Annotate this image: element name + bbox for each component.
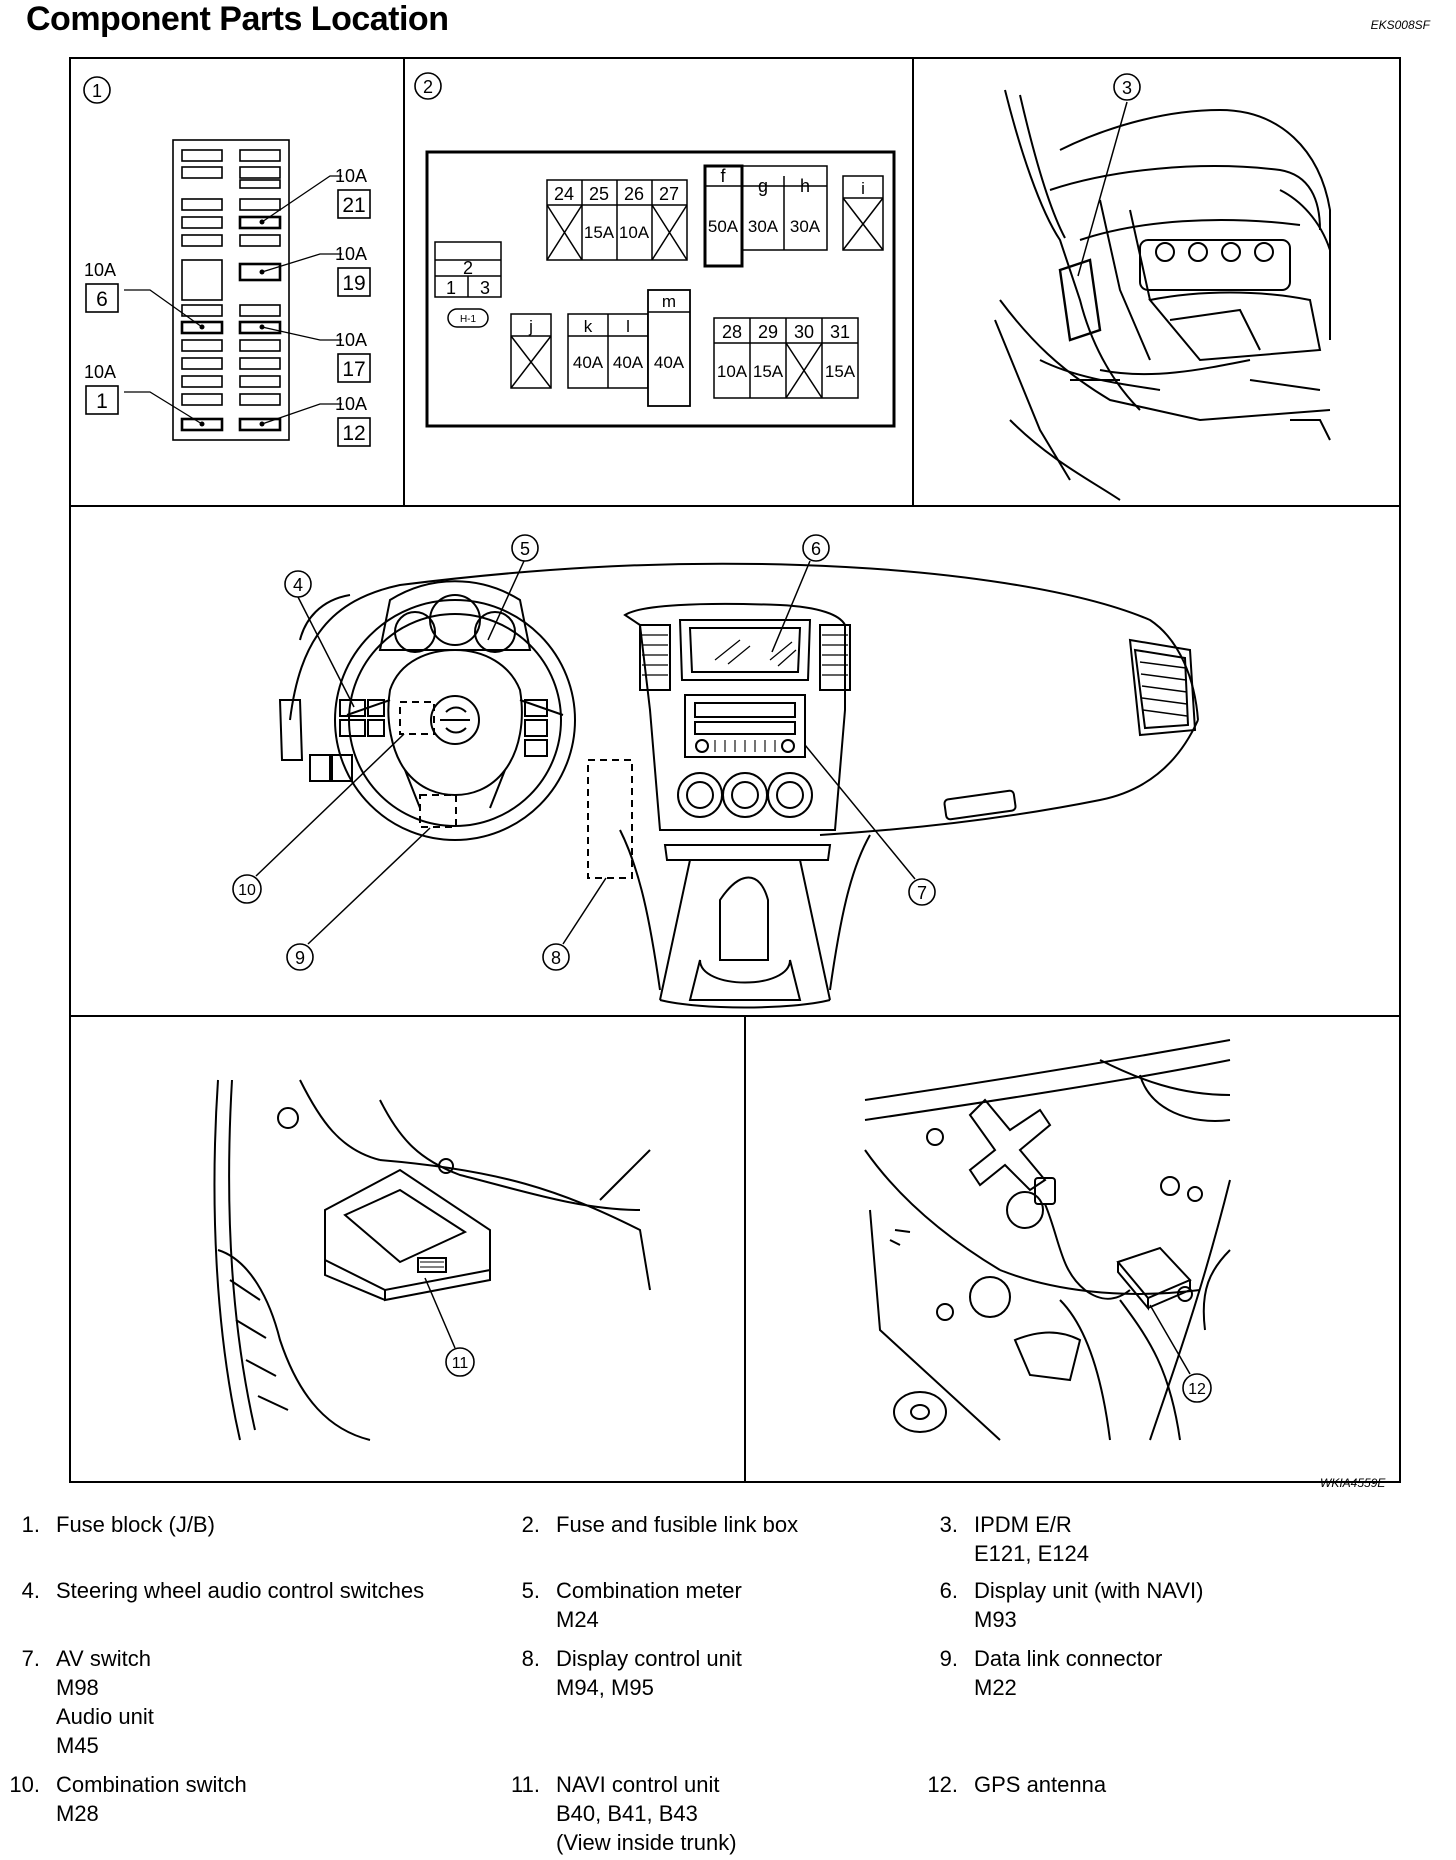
gps-antenna-illustration: [864, 1039, 1231, 1441]
fuse-rating-31: 15A: [825, 362, 856, 381]
svg-text:5: 5: [520, 539, 530, 559]
fuse-group-k-m: [567, 289, 691, 407]
svg-text:7: 7: [917, 883, 927, 903]
relay-tag: [447, 308, 489, 328]
fuse-label-19: 10A 19: [335, 244, 371, 297]
fuse-rating-25: 15A: [584, 223, 615, 242]
callout-8: 8: [542, 877, 607, 971]
svg-text:9: 9: [295, 948, 305, 968]
panel-number: 2: [423, 77, 433, 97]
fuse-block-body: [172, 139, 290, 441]
link-rating-k: 40A: [573, 353, 604, 372]
link-rating-g: 30A: [748, 217, 779, 236]
dashboard-illustration: [278, 562, 1199, 1009]
fuse-rating-28: 10A: [717, 362, 748, 381]
link-rating-m: 40A: [654, 353, 685, 372]
figure-frame: [69, 57, 1401, 1483]
link-letter-g: g: [758, 176, 768, 196]
relay-pin-3: 3: [480, 278, 490, 298]
fuse-number-31: 31: [830, 322, 850, 342]
svg-text:1: 1: [96, 390, 108, 413]
svg-text:10: 10: [238, 882, 256, 899]
svg-text:17: 17: [342, 358, 365, 381]
svg-text:21: 21: [342, 194, 365, 217]
relay-2: [434, 241, 502, 298]
callout-12: 12: [1149, 1304, 1212, 1403]
svg-text:10A: 10A: [335, 244, 367, 264]
svg-text:19: 19: [342, 272, 365, 295]
panel-number-badge: [83, 76, 111, 104]
fuse-number-25: 25: [589, 184, 609, 204]
svg-text:6: 6: [811, 539, 821, 559]
relay-tag-label: H-1: [460, 314, 477, 325]
link-letter-i: i: [861, 179, 865, 198]
fuse-group-f-h: [703, 164, 828, 268]
svg-text:11: 11: [452, 1355, 469, 1372]
link-letter-k: k: [584, 317, 593, 336]
svg-text:10A: 10A: [84, 362, 116, 382]
callout-10: 10: [232, 733, 405, 904]
callout-4: 4: [284, 570, 355, 708]
svg-text:6: 6: [96, 288, 108, 311]
svg-text:10A: 10A: [335, 330, 367, 350]
svg-text:12: 12: [342, 422, 365, 445]
fuse-number-28: 28: [722, 322, 742, 342]
legend: 1. Fuse block (J/B) 2. Fuse and fusible …: [9, 1512, 1204, 1855]
fuse-number-24: 24: [554, 184, 574, 204]
trunk-illustration: [213, 1079, 651, 1441]
svg-text:10A: 10A: [335, 394, 367, 414]
panel-number-badge: [414, 72, 442, 100]
callout-9: 9: [286, 827, 431, 971]
callout-5: 5: [487, 534, 539, 641]
link-letter-l: l: [626, 317, 630, 336]
fuse-leader-lines: [124, 175, 342, 425]
fuse-label-12: 10A 12: [335, 394, 371, 447]
fuse-rating-29: 15A: [753, 362, 784, 381]
callout-11: 11: [424, 1277, 475, 1377]
link-letter-j: j: [528, 317, 533, 336]
fuse-number-27: 27: [659, 184, 679, 204]
engine-room-illustration: [994, 89, 1331, 501]
fuse-label-6: 10A 6: [84, 260, 119, 313]
fuse-leader-dots: [199, 219, 265, 427]
figure-id: WKIA4559E: [1320, 1476, 1386, 1490]
svg-text:10A: 10A: [335, 166, 367, 186]
link-rating-f: 50A: [708, 217, 739, 236]
fuse-number-29: 29: [758, 322, 778, 342]
fuse-slot-i: [842, 175, 884, 251]
document-code: EKS008SF: [1370, 18, 1430, 32]
svg-text:3: 3: [1122, 78, 1132, 98]
fuse-number-26: 26: [624, 184, 644, 204]
fuse-rating-26: 10A: [619, 223, 650, 242]
fuse-slot-j: [510, 313, 552, 389]
svg-text:12: 12: [1188, 1381, 1206, 1398]
callout-3: 3: [1077, 73, 1141, 277]
fuse-link-box-panel: 2 24 25 26 27 15A 10A f g h 50A 30: [414, 72, 896, 428]
dashboard-callouts: 4 5 6 7 8 9 10: [232, 534, 936, 971]
callout-6: 6: [771, 534, 830, 653]
relay-pin-1: 1: [446, 278, 456, 298]
fuse-block-panel: 1: [83, 76, 371, 447]
svg-text:10A: 10A: [84, 260, 116, 280]
fuse-group-24-27: [546, 179, 688, 261]
panel-number: 1: [92, 81, 102, 101]
relay-label-2: 2: [463, 258, 473, 278]
link-rating-h: 30A: [790, 217, 821, 236]
fuse-label-17: 10A 17: [335, 330, 371, 383]
link-rating-l: 40A: [613, 353, 644, 372]
callout-7: 7: [804, 744, 936, 906]
link-letter-m: m: [662, 292, 676, 311]
page-title: Component Parts Location: [26, 0, 449, 38]
component-location-figure: 1: [69, 57, 1401, 1483]
svg-text:8: 8: [551, 948, 561, 968]
dashed-component-outlines: [399, 701, 633, 879]
fuse-label-1: 10A 1: [84, 362, 119, 415]
fuse-group-28-31: [713, 317, 859, 399]
fuse-number-30: 30: [794, 322, 814, 342]
svg-text:4: 4: [293, 575, 303, 595]
link-letter-h: h: [800, 176, 810, 196]
link-letter-f: f: [720, 166, 726, 186]
fuse-label-21: 10A 21: [335, 166, 371, 219]
